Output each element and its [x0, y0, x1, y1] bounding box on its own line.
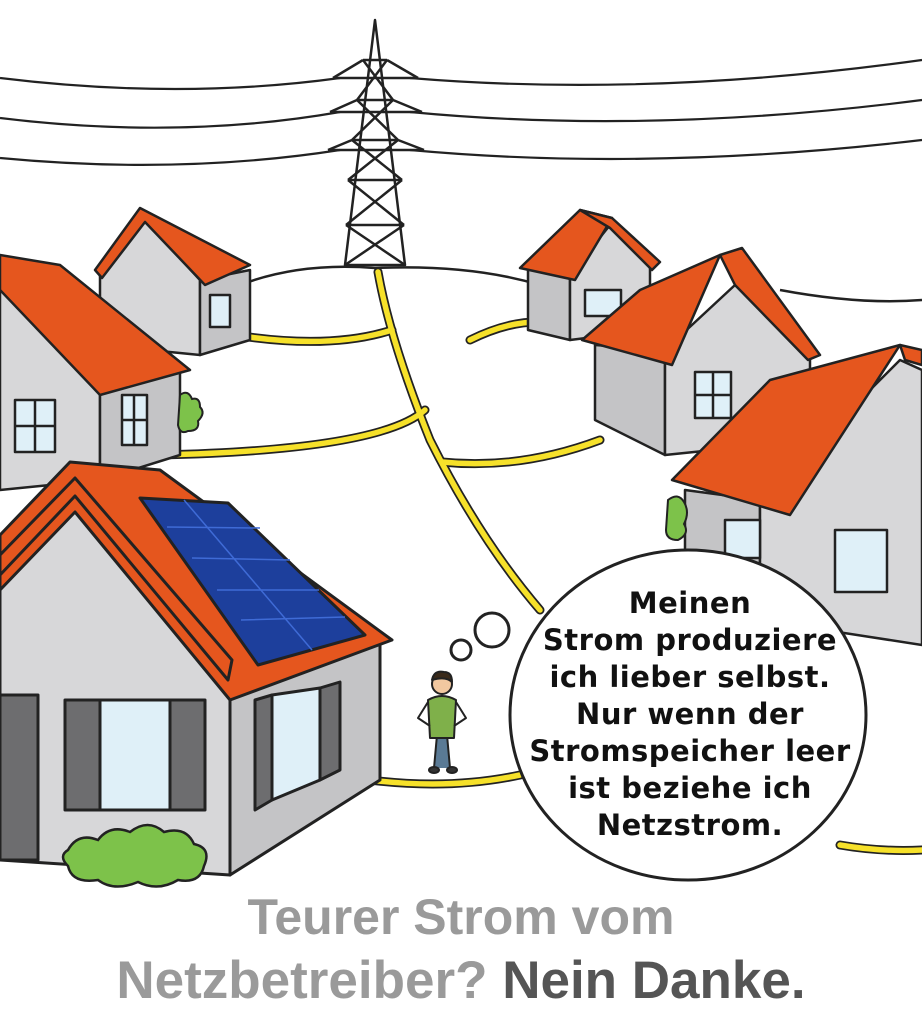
- house-left: [0, 253, 192, 492]
- thought-bubble: [449, 548, 868, 882]
- caption-question: Netzbetreiber?: [116, 951, 488, 1010]
- bush: [664, 495, 688, 542]
- thought-line: ich lieber selbst.: [549, 660, 831, 694]
- solar-panel-icon: [138, 496, 367, 667]
- caption-answer: Nein Danke.: [502, 951, 806, 1010]
- thought-line: Stromspeicher leer: [529, 734, 851, 768]
- caption-line-1: Teurer Strom vom: [247, 889, 675, 945]
- thought-line: Strom produziere: [542, 623, 838, 657]
- grid-cables: [155, 267, 922, 855]
- thought-bubble-text: Meinen Strom produziere ich lieber selbs…: [520, 585, 860, 844]
- thought-line: Meinen: [628, 586, 752, 620]
- caption-line-2: Netzbetreiber? Nein Danke.: [0, 950, 922, 1012]
- thought-line: ist beziehe ich: [568, 771, 812, 805]
- bush: [176, 391, 204, 434]
- house-right: [580, 246, 822, 457]
- power-lines: [0, 58, 922, 166]
- bush: [61, 823, 208, 888]
- thought-line: Netzstrom.: [596, 808, 784, 842]
- person-icon: [417, 670, 467, 774]
- thought-line: Nur wenn der: [576, 697, 804, 731]
- power-pylon-icon: [327, 18, 425, 267]
- hill: [239, 265, 922, 303]
- house-far-right: [670, 343, 922, 647]
